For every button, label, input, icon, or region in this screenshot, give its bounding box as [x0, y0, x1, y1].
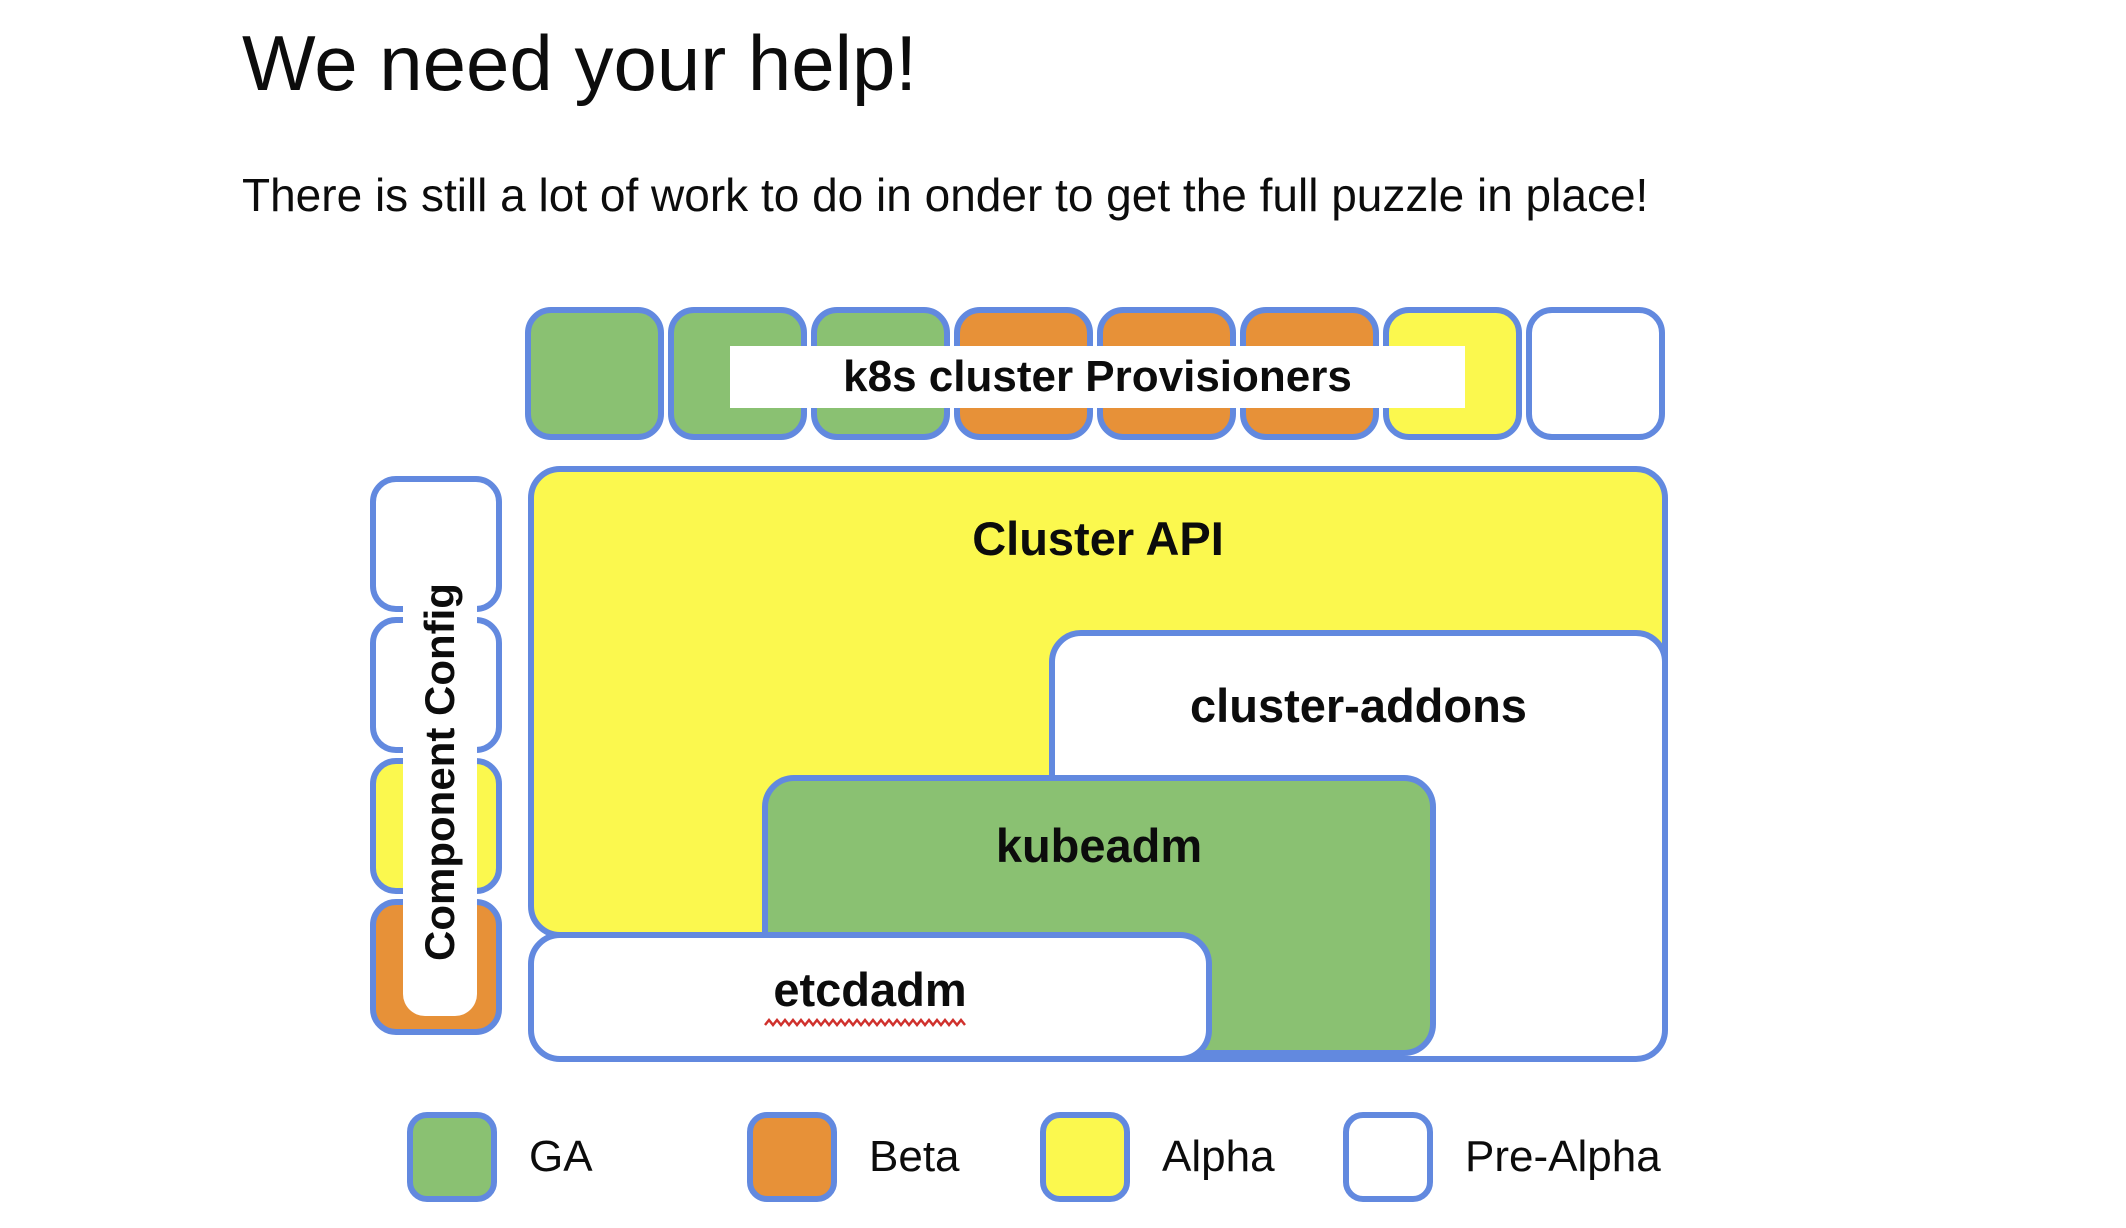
- legend-item-ga: GA: [407, 1112, 593, 1202]
- cluster-api-label: Cluster API: [972, 512, 1224, 565]
- legend-item-alpha: Alpha: [1040, 1112, 1275, 1202]
- provisioner-piece: [525, 307, 664, 440]
- legend-swatch-ga: [407, 1112, 497, 1202]
- legend-item-prealpha: Pre-Alpha: [1343, 1112, 1661, 1202]
- legend-label-prealpha: Pre-Alpha: [1465, 1132, 1661, 1181]
- kubeadm-label: kubeadm: [995, 819, 1203, 872]
- page-subtitle: There is still a lot of work to do in on…: [242, 169, 1649, 221]
- legend-label-beta: Beta: [869, 1132, 960, 1181]
- legend-swatch-beta: [747, 1112, 837, 1202]
- component-config-label-box: [403, 528, 477, 1016]
- legend-item-beta: Beta: [747, 1112, 960, 1202]
- provisioners-label: k8s cluster Provisioners: [730, 346, 1465, 408]
- legend-label-ga: GA: [529, 1132, 593, 1181]
- legend-swatch-alpha: [1040, 1112, 1130, 1202]
- etcdadm-box: etcdadm: [528, 932, 1212, 1062]
- legend-label-alpha: Alpha: [1162, 1132, 1275, 1181]
- cluster-addons-label: cluster-addons: [1190, 679, 1527, 732]
- page-title: We need your help!: [242, 19, 917, 107]
- etcdadm-label: etcdadm: [773, 963, 967, 1016]
- legend-swatch-prealpha: [1343, 1112, 1433, 1202]
- spellcheck-squiggle-icon: [764, 1018, 966, 1028]
- component-config-label: Component Config: [416, 583, 463, 961]
- provisioner-piece: [1526, 307, 1665, 440]
